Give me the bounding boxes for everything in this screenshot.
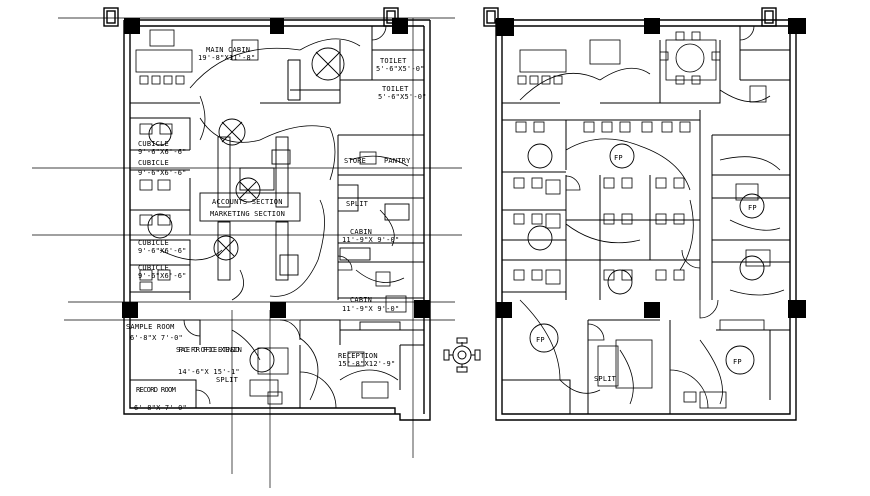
room-size-cabin-2: 11'-9"X 9'-0" xyxy=(342,305,399,313)
room-size-cubicle-2: 9'-6"X6'-6" xyxy=(138,169,187,177)
ceiling-fans xyxy=(147,47,345,373)
room-size-reception: 15'-8"X12'-9" xyxy=(338,360,395,368)
room-size-cubicle-3: 9'-6"X6'-6" xyxy=(138,247,187,255)
room-name-cubicle-3: CUBICLE xyxy=(138,239,169,247)
interior-walls xyxy=(130,26,424,408)
room-size-main-cabin: 19'-8"X11'-8" xyxy=(198,54,255,62)
room-size-record-room: 6'-8"X 7'-0" xyxy=(134,404,187,412)
room-name-record-room: RECORD ROOM xyxy=(136,386,176,394)
room-name-sample-room: SAMPLE ROOM xyxy=(126,323,175,331)
room-name-main-cabin: MAIN CABIN xyxy=(206,46,250,54)
columns xyxy=(122,18,430,318)
room-size-toilet-1: 5'-6"X5'-0" xyxy=(376,65,425,73)
fp-label-2: FP xyxy=(733,358,742,366)
room-name-cabin-1: CABIN xyxy=(350,228,372,236)
room-size-office-extension: 14'-6"X 15'-1" xyxy=(178,368,240,376)
ceiling-fans-right xyxy=(527,143,765,375)
right-floor-plan: SPLIT FP FP FP FP xyxy=(483,7,806,421)
split-ac-label-1: SPLIT xyxy=(216,376,239,384)
room-size-cubicle-1: 9'-6"X6'-6" xyxy=(138,148,187,156)
room-name-cabin-2: CABIN xyxy=(350,296,372,304)
room-size-cubicle-4: 9'-6"X6'-6" xyxy=(138,272,187,280)
room-labels: MAIN CABIN 19'-8"X11'-8" TOILET 5'-6"X5'… xyxy=(126,46,427,412)
north-arrow-symbol xyxy=(443,337,481,373)
cubicle-furniture xyxy=(135,29,407,405)
room-name-toilet-2: TOILET xyxy=(382,85,409,93)
interior-walls-right xyxy=(502,26,790,414)
exterior-walls-right xyxy=(483,7,797,421)
room-name-cubicle-4: CUBICLE xyxy=(138,264,169,272)
room-name-cubicle-2: CUBICLE xyxy=(138,159,169,167)
fp-label-1: FP xyxy=(536,336,545,344)
columns-right xyxy=(496,18,806,318)
room-name-pantry: PANTRY xyxy=(384,157,411,165)
room-name-store: STORE xyxy=(344,157,366,165)
door-swings-right xyxy=(565,25,755,409)
workstation-desks xyxy=(199,136,410,331)
split-ac-label-right: SPLIT xyxy=(594,375,617,383)
wiring-runs-right xyxy=(519,67,785,405)
room-size-cabin-1: 11'-9"X 9'-0" xyxy=(342,236,399,244)
room-name-office-extension: SPACE FOR OFFICE EXTENSION xyxy=(176,346,242,354)
left-floor-plan: MAIN CABIN 19'-8"X11'-8" TOILET 5'-6"X5'… xyxy=(32,7,462,488)
room-name-reception: RECEPTION xyxy=(338,352,378,360)
split-ac-label-2: SPLIT xyxy=(346,200,369,208)
annotations-right: SPLIT FP FP FP FP xyxy=(536,154,757,383)
fp-label-4: FP xyxy=(614,154,623,162)
room-name-cubicle-1: CUBICLE xyxy=(138,140,169,148)
room-name-marketing-section: MARKETING SECTION xyxy=(210,210,285,218)
furniture-right xyxy=(513,31,771,409)
fp-label-3: FP xyxy=(748,204,757,212)
room-size-sample-room: 6'-8"X 7'-0" xyxy=(130,334,183,342)
door-swings xyxy=(183,25,387,409)
wiring-runs xyxy=(159,38,409,401)
room-name-toilet-1: TOILET xyxy=(380,57,407,65)
room-name-accounts-section: ACCOUNTS SECTION xyxy=(212,198,283,206)
room-size-toilet-2: 5'-6"X5'-0" xyxy=(378,93,427,101)
